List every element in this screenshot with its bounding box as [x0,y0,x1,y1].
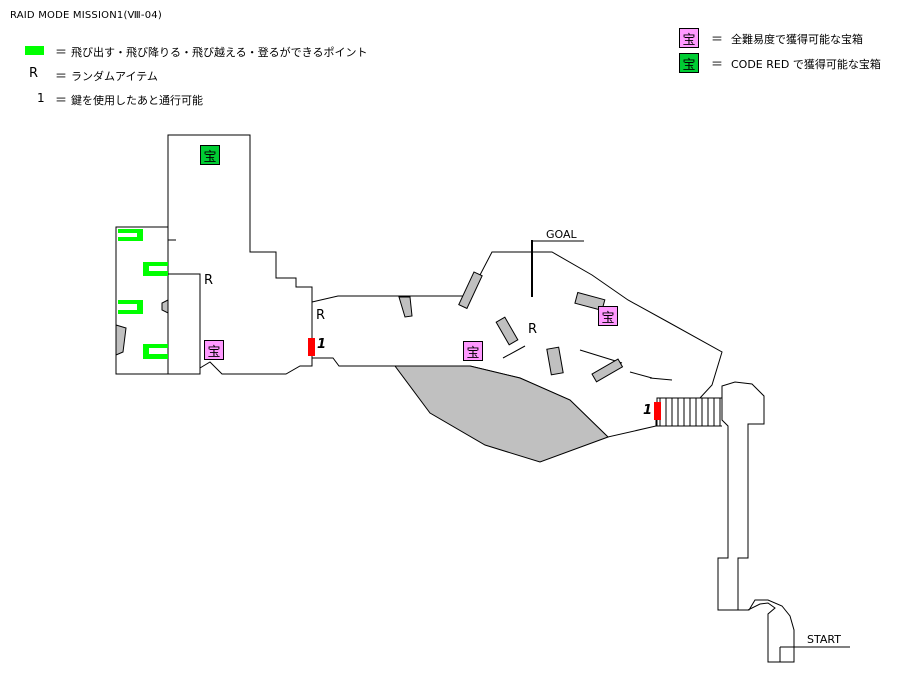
legend-treasure-all-icon: 宝 [679,28,699,48]
treasure-marker: 宝 [598,306,618,326]
large-grey-area [394,365,609,463]
locked-door-left [308,338,315,356]
tower-outline [680,381,795,663]
treasure-marker: 宝 [204,340,224,360]
legend-eq: ＝ [55,45,68,59]
random-item-marker: R [204,273,214,288]
jump-points [118,229,168,359]
treasure-marker: 宝 [463,341,483,361]
page-title: RAID MODE MISSION1(Ⅷ-04) [10,10,162,21]
locked-door-right [654,402,661,420]
legend-treasure-codered-text: CODE RED で獲得可能な宝箱 [731,58,881,71]
legend-eq: ＝ [55,69,68,83]
legend-random-text: ランダムアイテム [71,70,158,83]
legend-eq: ＝ [711,57,724,71]
treasure-code-red-marker: 宝 [200,145,220,165]
legend-eq: ＝ [711,32,724,46]
legend-eq: ＝ [55,93,68,107]
obstacles [115,271,624,463]
legend-treasure-all-text: 全難易度で獲得可能な宝箱 [731,33,863,46]
random-item-marker: R [316,308,326,323]
goal-label: GOAL [546,228,577,241]
start-label: START [807,633,841,646]
corridor-outline [311,295,465,303]
legend-treasure-codered-icon: 宝 [679,53,699,73]
random-item-marker: R [528,322,538,337]
stairs [656,398,722,427]
legend-jump-swatch [25,46,44,55]
left-building-outline [115,134,313,375]
legend-door-text: 鍵を使用したあと通行可能 [71,94,203,107]
door-number-label: 1 [643,403,653,418]
door-number-label: 1 [317,337,327,352]
legend-door-symbol: 1 [37,91,45,105]
legend-random-symbol: R [29,66,39,81]
legend-jump-text: 飛び出す・飛び降りる・飛び越える・登るができるポイント [71,46,368,59]
